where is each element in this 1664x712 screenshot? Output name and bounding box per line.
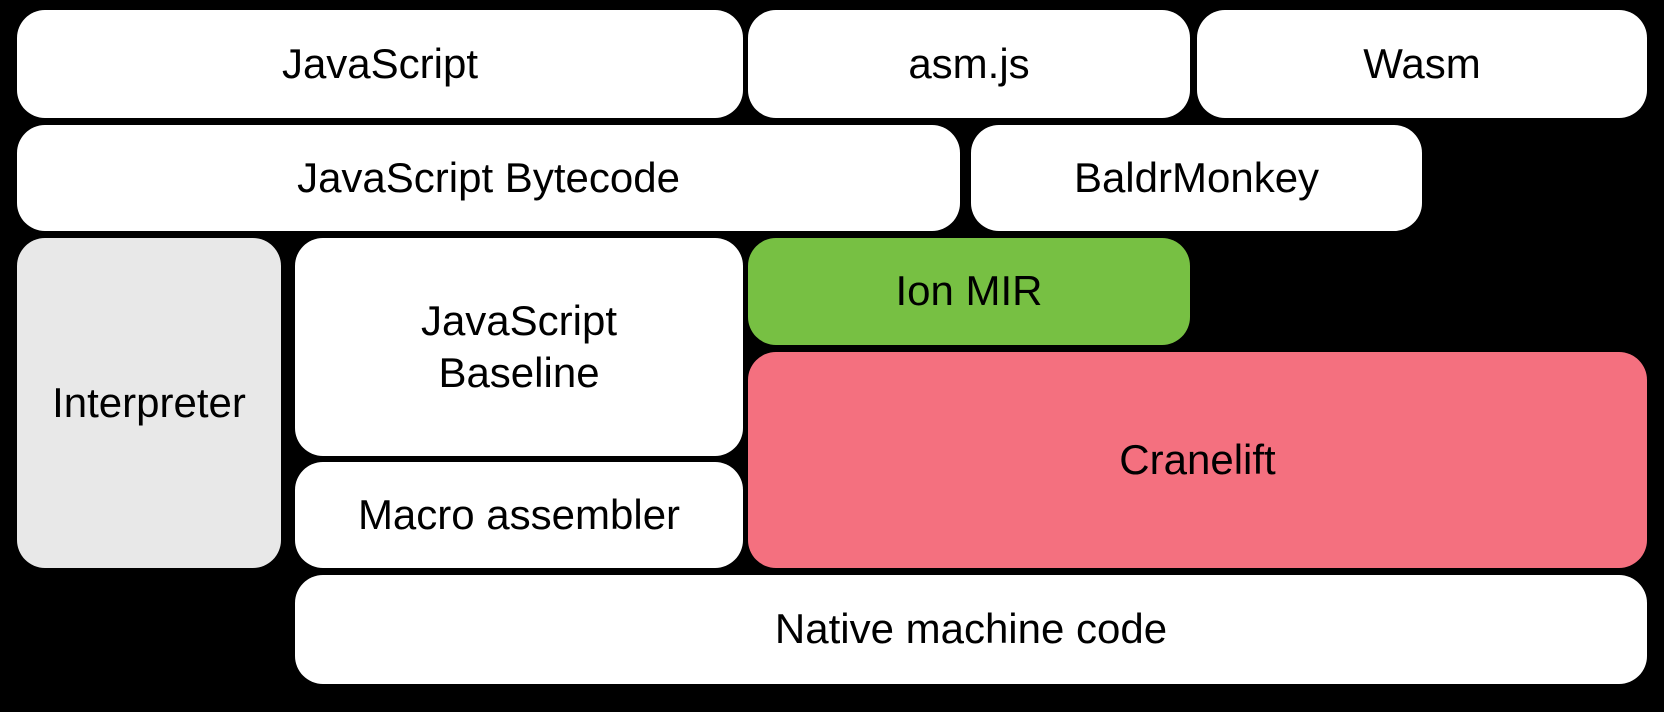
node-macro-assembler: Macro assembler — [295, 462, 743, 568]
node-javascript-bytecode-label: JavaScript Bytecode — [297, 153, 680, 201]
node-javascript-baseline: JavaScript Baseline — [295, 238, 743, 456]
node-asm-js: asm.js — [748, 10, 1190, 118]
node-ion-mir: Ion MIR — [748, 238, 1190, 345]
node-ion-mir-label: Ion MIR — [895, 267, 1043, 315]
node-asm-js-label: asm.js — [908, 39, 1030, 87]
node-javascript-label: JavaScript — [281, 39, 479, 87]
node-native-machine-code: Native machine code — [295, 575, 1647, 684]
node-javascript-baseline-label: JavaScript Baseline — [420, 296, 618, 397]
node-native-machine-code-label: Native machine code — [774, 605, 1168, 653]
node-baldrmonkey-label: BaldrMonkey — [1073, 153, 1320, 201]
node-baldrmonkey: BaldrMonkey — [971, 125, 1422, 231]
node-interpreter: Interpreter — [17, 238, 281, 568]
node-wasm-label: Wasm — [1363, 39, 1481, 87]
node-interpreter-label: Interpreter — [52, 378, 246, 426]
node-cranelift-label: Cranelift — [1119, 435, 1276, 483]
node-cranelift: Cranelift — [748, 352, 1647, 568]
node-javascript: JavaScript — [17, 10, 743, 118]
node-macro-assembler-label: Macro assembler — [357, 490, 681, 538]
node-wasm: Wasm — [1197, 10, 1647, 118]
node-javascript-bytecode: JavaScript Bytecode — [17, 125, 960, 231]
